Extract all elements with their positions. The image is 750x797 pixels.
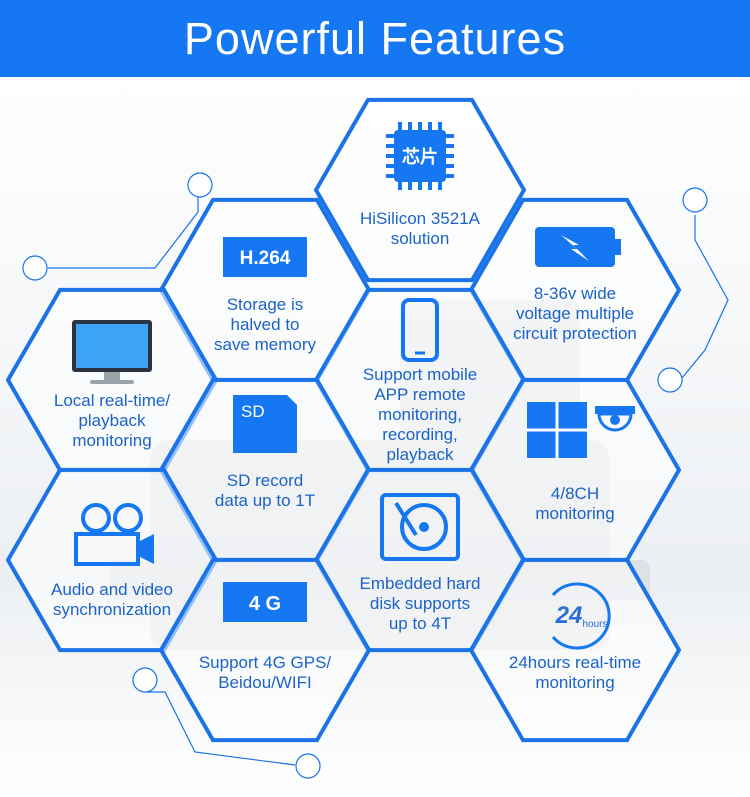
battery-lightning-icon [535,227,621,267]
feature-text-line: monitoring [535,504,614,523]
feature-text-line: APP remote [374,385,465,404]
feature-text-line: 4/8CH [551,484,599,503]
quad-screen-camera-icon [527,402,635,458]
feature-text-line: voltage multiple [516,304,634,323]
hexagon-frame [158,557,372,743]
4g-badge-icon: 4 G [223,582,307,622]
hard-disk-icon [380,493,460,561]
feature-text-line: halved to [231,315,300,334]
feature-text-line: save memory [214,335,317,354]
feature-text-line: circuit protection [513,324,637,343]
feature-text-line: Beidou/WIFI [218,673,312,692]
hexagon-frame [468,557,682,743]
chip-icon: 芯片 [386,122,454,190]
monitor-icon [72,320,152,384]
page-title: Powerful Features [183,12,567,64]
feature-text-line: playback [78,411,146,430]
feature-text-line: Audio and video [51,580,173,599]
feature-text-line: Support mobile [363,365,477,384]
4g-label: 4 G [249,593,281,615]
feature-text-line: 24hours real-time [509,653,641,672]
feature-text-line: monitoring [72,431,151,450]
feature-hex-4g: 4 G Support 4G GPS/Beidou/WIFI [158,557,372,743]
header-banner: Powerful Features [0,0,750,77]
h264-label: H.264 [240,248,291,269]
feature-text-line: solution [391,229,450,248]
feature-text-line: monitoring, [378,405,462,424]
feature-text-line: monitoring [535,673,614,692]
feature-text-line: 8-36v wide [534,284,616,303]
feature-text-line: Embedded hard [360,574,481,593]
hours-label: hours [582,619,607,630]
feature-text-line: up to 4T [389,614,451,633]
24-label: 24 [555,602,583,629]
feature-text-line: synchronization [53,600,171,619]
feature-text-line: HiSilicon 3521A [360,209,481,228]
connector-decorations [22,172,729,779]
sd-card-icon: SD [233,395,297,453]
feature-text-line: Support 4G GPS/ [199,653,332,672]
smartphone-icon [401,298,439,362]
feature-text-line: disk supports [370,594,470,613]
feature-text-line: playback [386,445,454,464]
feature-text-line: Local real-time/ [54,391,170,410]
h264-badge-icon: H.264 [223,237,307,277]
feature-text-line: recording, [382,425,458,444]
video-camera-icon [74,503,154,566]
chip-label: 芯片 [402,146,438,167]
feature-text-line: data up to 1T [215,491,315,510]
sd-label: SD [241,402,265,421]
feature-text-line: SD record [227,471,304,490]
feature-text-line: Storage is [227,295,304,314]
